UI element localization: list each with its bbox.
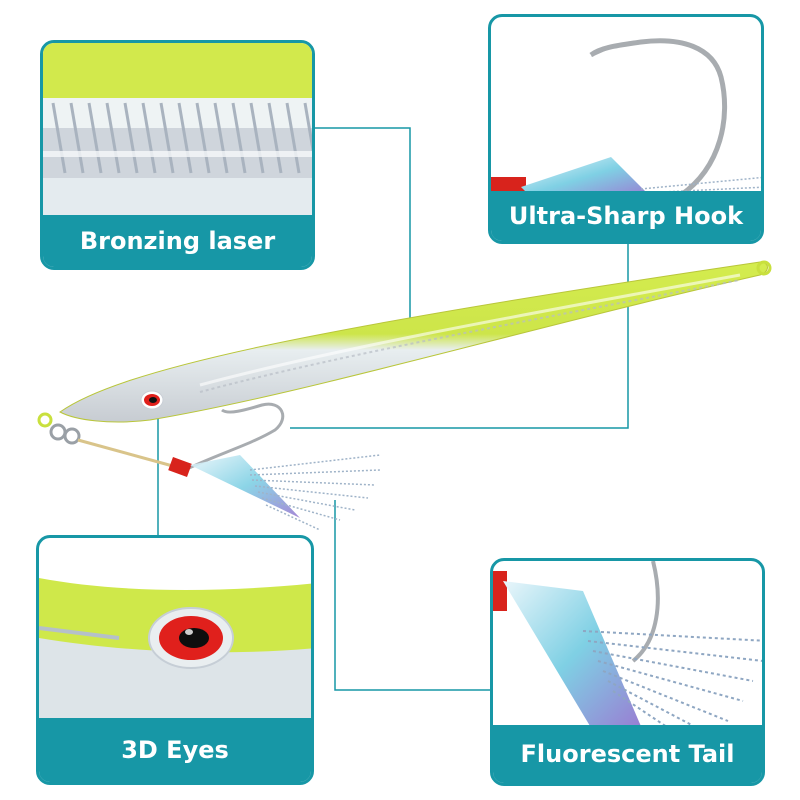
tail-closeup-image: [493, 561, 762, 731]
callout-card-hook: Ultra-Sharp Hook: [488, 14, 764, 244]
callout-label-eyes: 3D Eyes: [39, 718, 311, 782]
lure-eye: [140, 390, 164, 410]
callout-card-tail: Fluorescent Tail: [490, 558, 765, 786]
lure-body: [37, 260, 772, 428]
callout-card-eyes: 3D Eyes: [36, 535, 314, 785]
assist-line: [77, 438, 181, 470]
callout-label-tail: Fluorescent Tail: [493, 725, 762, 783]
split-rings: [49, 423, 81, 445]
callout-label-hook: Ultra-Sharp Hook: [491, 191, 761, 241]
assist-hook: [168, 402, 381, 531]
eye-closeup-image: [39, 578, 311, 724]
body-closeup-image: [43, 43, 312, 223]
hook-closeup-image: [491, 38, 761, 197]
callout-label-body: Bronzing laser body: [43, 215, 312, 267]
callout-card-body: Bronzing laser body: [40, 40, 315, 270]
